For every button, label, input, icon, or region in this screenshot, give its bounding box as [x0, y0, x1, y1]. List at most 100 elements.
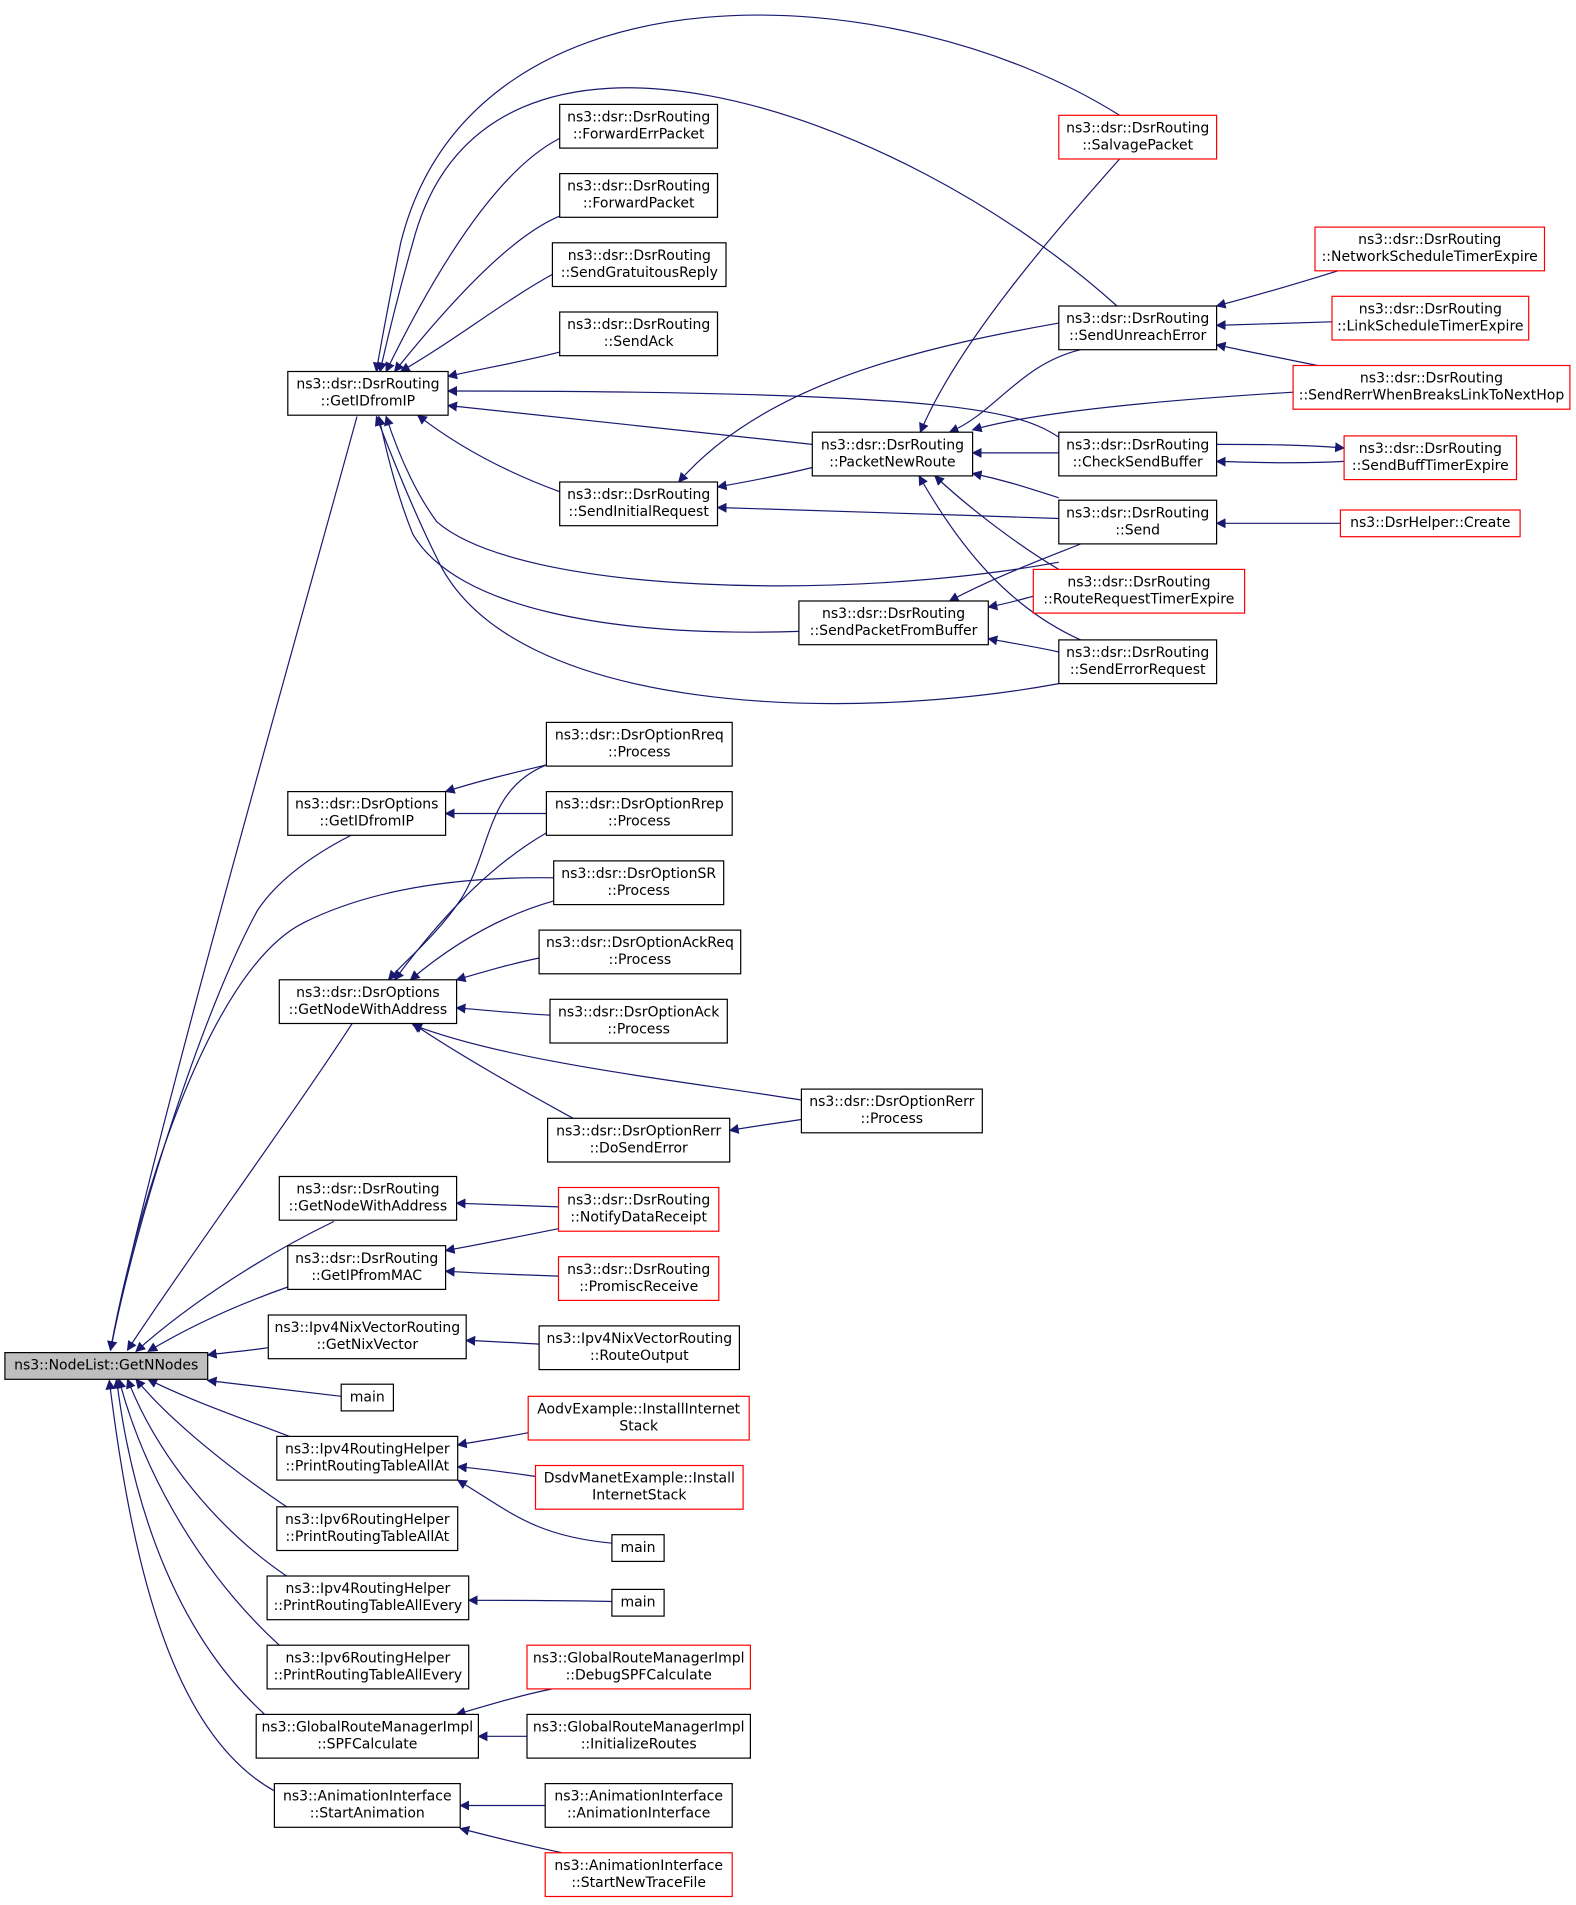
node-main2[interactable]: main — [611, 1534, 665, 1562]
call-edge-v4allat-to-root — [147, 1378, 299, 1441]
call-edge-dosenderr-to-o_getnode — [411, 1023, 574, 1119]
node-label: ::SendUnreachError — [1069, 328, 1206, 344]
node-salvage[interactable]: ns3::dsr::DsrRouting::SalvagePacket — [1058, 114, 1218, 160]
node-label: ::NetworkScheduleTimerExpire — [1322, 249, 1538, 265]
node-r_getid[interactable]: ns3::dsr::DsrRouting::GetIDfromIP — [287, 370, 449, 416]
node-debugspf[interactable]: ns3::GlobalRouteManagerImpl::DebugSPFCal… — [526, 1644, 751, 1690]
node-spf[interactable]: ns3::GlobalRouteManagerImpl::SPFCalculat… — [255, 1713, 480, 1759]
node-v4every[interactable]: ns3::Ipv4RoutingHelper::PrintRoutingTabl… — [266, 1575, 470, 1621]
node-startanim[interactable]: ns3::AnimationInterface::StartAnimation — [273, 1782, 461, 1828]
node-o_getnode[interactable]: ns3::dsr::DsrOptions::GetNodeWithAddress — [278, 979, 458, 1025]
node-rreqtimer[interactable]: ns3::dsr::DsrRouting::RouteRequestTimerE… — [1032, 568, 1246, 614]
node-label: ns3::dsr::DsrRouting — [1066, 505, 1209, 521]
node-checkbuf[interactable]: ns3::dsr::DsrRouting::CheckSendBuffer — [1058, 431, 1218, 477]
node-box — [1339, 509, 1521, 538]
call-edge-spf-to-root — [112, 1378, 266, 1715]
node-box — [559, 173, 719, 218]
node-netsched[interactable]: ns3::dsr::DsrRouting::NetworkScheduleTim… — [1314, 226, 1546, 272]
node-main3[interactable]: main — [611, 1588, 665, 1617]
node-fwderr[interactable]: ns3::dsr::DsrRouting::ForwardErrPacket — [559, 103, 719, 149]
node-label: ns3::Ipv4RoutingHelper — [286, 1581, 451, 1597]
node-promisc[interactable]: ns3::dsr::DsrRouting::PromiscReceive — [557, 1256, 720, 1301]
call-edge-sr-to-root — [107, 877, 554, 1352]
node-rrep[interactable]: ns3::dsr::DsrOptionRrep::Process — [545, 790, 733, 836]
call-edge-sr-to-o_getnode — [409, 900, 554, 981]
node-dosenderr[interactable]: ns3::dsr::DsrOptionRerr::DoSendError — [546, 1117, 731, 1163]
node-label: ::PromiscReceive — [579, 1279, 698, 1295]
node-animif[interactable]: ns3::AnimationInterface::AnimationInterf… — [544, 1782, 733, 1828]
node-bufftimer[interactable]: ns3::dsr::DsrRouting::SendBuffTimerExpir… — [1343, 435, 1518, 481]
node-box — [266, 1644, 470, 1690]
call-edge-netsched-to-unreach — [1215, 270, 1339, 309]
node-v6every[interactable]: ns3::Ipv6RoutingHelper::PrintRoutingTabl… — [266, 1644, 470, 1690]
node-label: ns3::dsr::DsrRouting — [1066, 645, 1209, 661]
node-label: ::InitializeRoutes — [581, 1737, 697, 1753]
node-gratuitous[interactable]: ns3::dsr::DsrRouting::SendGratuitousRepl… — [551, 242, 727, 288]
node-sendack[interactable]: ns3::dsr::DsrRouting::SendAck — [559, 311, 719, 357]
node-box — [798, 600, 989, 646]
node-label: ::Process — [607, 1021, 670, 1037]
call-edge-newroute-to-r_getid — [447, 401, 813, 445]
node-box — [1058, 305, 1218, 351]
node-box — [559, 311, 719, 357]
node-box — [273, 1782, 461, 1828]
node-nixvec[interactable]: ns3::Ipv4NixVectorRouting::GetNixVector — [267, 1314, 467, 1360]
node-sr[interactable]: ns3::dsr::DsrOptionSR::Process — [553, 860, 725, 906]
node-root[interactable]: ns3::NodeList::GetNNodes — [4, 1351, 209, 1380]
node-unreach[interactable]: ns3::dsr::DsrRouting::SendUnreachError — [1058, 305, 1218, 351]
call-edge-rreqtimer-to-newroute — [934, 475, 1060, 570]
node-helpercreate[interactable]: ns3::DsrHelper::Create — [1339, 509, 1521, 538]
node-box — [1058, 499, 1218, 545]
node-rreq[interactable]: ns3::dsr::DsrOptionRreq::Process — [545, 721, 733, 767]
node-routeout[interactable]: ns3::Ipv4NixVectorRouting::RouteOutput — [538, 1325, 740, 1371]
node-r_getnode[interactable]: ns3::dsr::DsrRouting::GetNodeWithAddress — [278, 1175, 458, 1221]
node-label: ::SendAck — [604, 334, 675, 350]
node-v6allat[interactable]: ns3::Ipv6RoutingHelper::PrintRoutingTabl… — [276, 1506, 459, 1552]
call-edge-rerrbreak-to-newroute — [971, 391, 1294, 433]
node-o_getid[interactable]: ns3::dsr::DsrOptions::GetIDfromIP — [287, 790, 447, 836]
node-errreq[interactable]: ns3::dsr::DsrRouting::SendErrorRequest — [1058, 639, 1218, 685]
node-send[interactable]: ns3::dsr::DsrRouting::Send — [1058, 499, 1218, 545]
node-label: ::PrintRoutingTableAllAt — [285, 1529, 449, 1545]
call-edge-o_getid-to-root — [107, 834, 352, 1352]
node-initreq[interactable]: ns3::dsr::DsrRouting::SendInitialRequest — [559, 481, 719, 527]
node-initroutes[interactable]: ns3::GlobalRouteManagerImpl::InitializeR… — [526, 1713, 751, 1759]
node-label: ns3::dsr::DsrRouting — [568, 248, 711, 264]
node-linksched[interactable]: ns3::dsr::DsrRouting::LinkScheduleTimerE… — [1331, 295, 1530, 341]
call-edge-unreach-to-newroute — [948, 349, 1081, 434]
call-edge-debugspf-to-spf — [455, 1688, 553, 1717]
node-box — [526, 1713, 751, 1759]
node-rerrbreak[interactable]: ns3::dsr::DsrRouting::SendRerrWhenBreaks… — [1292, 364, 1571, 410]
node-fromBuffer[interactable]: ns3::dsr::DsrRouting::SendPacketFromBuff… — [798, 600, 989, 646]
node-newroute[interactable]: ns3::dsr::DsrRouting::PacketNewRoute — [811, 431, 974, 477]
node-label: ::SendErrorRequest — [1070, 662, 1206, 678]
node-label: ::SendGratuitousReply — [561, 265, 718, 281]
node-label: ns3::dsr::DsrOptionRerr — [556, 1123, 721, 1139]
node-box — [549, 998, 728, 1044]
node-label: ns3::dsr::DsrOptionRerr — [809, 1094, 974, 1110]
node-ackreq[interactable]: ns3::dsr::DsrOptionAckReq::Process — [538, 929, 742, 975]
node-newtrace[interactable]: ns3::AnimationInterface::StartNewTraceFi… — [544, 1852, 733, 1898]
node-label: ns3::dsr::DsrRouting — [1359, 441, 1502, 457]
call-edge-nixvec-to-root — [206, 1347, 269, 1359]
node-box — [611, 1588, 665, 1617]
call-edge-main1-to-root — [206, 1376, 342, 1397]
node-v4allat[interactable]: ns3::Ipv4RoutingHelper::PrintRoutingTabl… — [276, 1435, 459, 1481]
call-edge-routeout-to-nixvec — [465, 1335, 540, 1346]
node-label: ::NotifyDataReceipt — [570, 1210, 707, 1226]
node-ack[interactable]: ns3::dsr::DsrOptionAck::Process — [549, 998, 728, 1044]
node-label: ::AnimationInterface — [567, 1806, 711, 1822]
node-getipmac[interactable]: ns3::dsr::DsrRouting::GetIPfromMAC — [287, 1245, 447, 1290]
node-box — [255, 1713, 480, 1759]
call-edge-rerrproc-to-dosenderr — [728, 1118, 802, 1134]
node-notify[interactable]: ns3::dsr::DsrRouting::NotifyDataReceipt — [557, 1186, 720, 1232]
node-main1[interactable]: main — [340, 1383, 395, 1412]
call-edge-unreach-to-initreq — [678, 318, 1081, 483]
node-rerrproc[interactable]: ns3::dsr::DsrOptionRerr::Process — [800, 1088, 983, 1134]
node-label: InternetStack — [592, 1488, 687, 1504]
node-box — [611, 1534, 665, 1562]
node-label: ::PrintRoutingTableAllEvery — [274, 1598, 463, 1614]
node-fwdpkt[interactable]: ns3::dsr::DsrRouting::ForwardPacket — [559, 173, 719, 218]
